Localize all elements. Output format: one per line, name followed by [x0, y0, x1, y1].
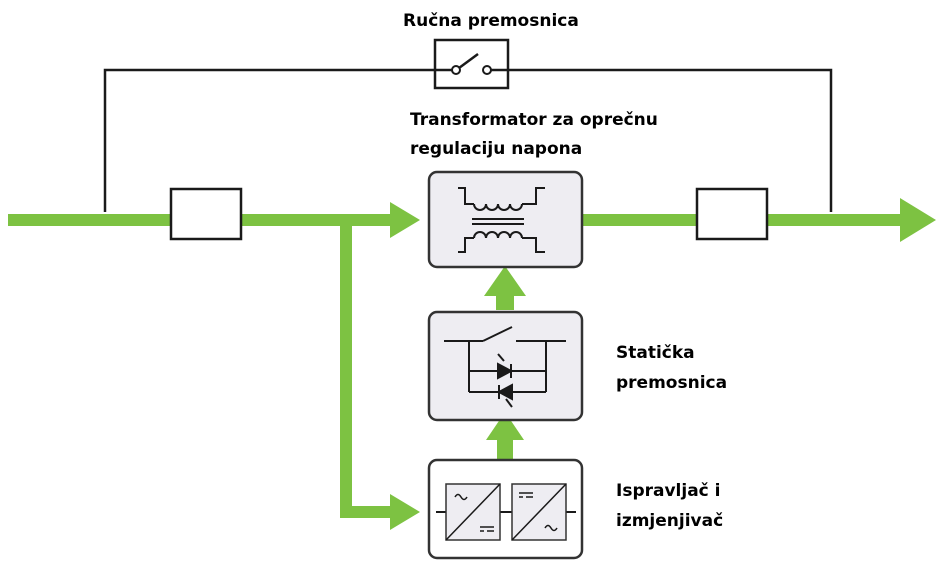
transformer-icon — [458, 187, 545, 253]
output-fuse-icon — [695, 187, 769, 241]
thyristor-switch-icon — [444, 326, 566, 408]
arrow-static-to-transformer — [484, 266, 526, 296]
static-bypass-label-line1: Statička — [616, 343, 695, 363]
rectifier-inverter-block — [427, 458, 584, 560]
manual-bypass-label: Ručna premosnica — [403, 11, 579, 31]
arrow-rectifier-to-static — [486, 412, 524, 440]
ac-dc-converter-icon — [445, 483, 501, 541]
rectifier-inverter-label-line2: izmjenjivač — [616, 511, 724, 531]
bypass-loop-line — [103, 68, 833, 212]
rectifier-inverter-label-line1: Ispravljač i — [616, 481, 721, 501]
transformer-block — [427, 170, 584, 269]
transformer-label-line1: Transformator za oprečnu — [410, 110, 658, 130]
manual-bypass-switch-icon — [433, 38, 510, 90]
arrow-into-rectifier — [390, 494, 420, 530]
static-bypass-block — [427, 310, 584, 422]
dc-ac-converter-icon — [511, 483, 567, 541]
arrow-into-transformer — [390, 202, 420, 238]
transformer-label-line2: regulaciju napona — [410, 139, 583, 159]
output-arrow — [900, 198, 936, 242]
input-fuse-icon — [169, 187, 243, 241]
static-bypass-label-line2: premosnica — [616, 373, 728, 393]
